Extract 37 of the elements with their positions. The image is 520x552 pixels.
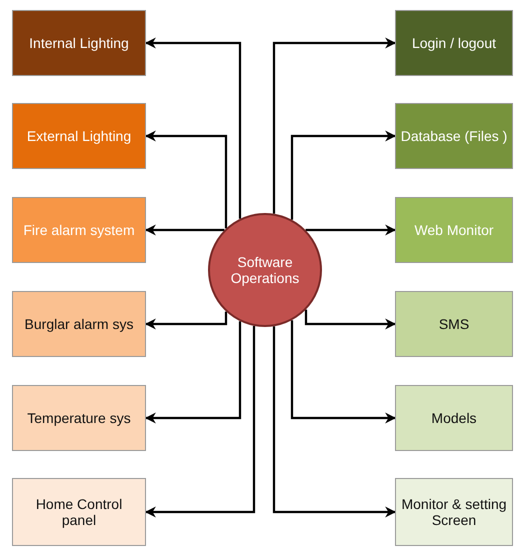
process-box [395, 291, 513, 357]
arrow [144, 321, 242, 424]
node-label: Home Control panel [34, 495, 124, 530]
process-box [395, 197, 513, 263]
process-box [395, 385, 513, 451]
node-label: External Lighting [26, 127, 132, 146]
arrow [290, 320, 396, 424]
process-box [395, 103, 513, 169]
arrow [304, 310, 396, 330]
arrow [306, 224, 396, 236]
node-label: Fire alarm system [22, 221, 136, 240]
node-label: Software Operations [230, 253, 300, 288]
node-label: Burglar alarm sys [24, 315, 134, 334]
node-label: Login / logout [410, 34, 498, 53]
arrow [144, 130, 228, 228]
node-label: Database (Files ) [400, 127, 508, 146]
arrow [272, 326, 396, 518]
process-box [395, 10, 513, 76]
process-box [12, 385, 146, 451]
arrow [144, 326, 256, 518]
process-box [12, 10, 146, 76]
process-box [12, 197, 146, 263]
node-label: Models [430, 409, 478, 428]
process-box [12, 103, 146, 169]
arrow [272, 38, 396, 214]
process-box [395, 478, 513, 546]
node-label: Temperature sys [26, 409, 132, 428]
node-label: Monitor & setting Screen [400, 495, 508, 530]
arrow [144, 312, 228, 330]
process-box [12, 291, 146, 357]
arrow [144, 38, 242, 219]
process-box [12, 478, 146, 546]
node-label: Internal Lighting [28, 34, 130, 53]
node-label: Web Monitor [413, 221, 495, 240]
arrow [144, 224, 224, 236]
arrow [290, 130, 396, 220]
node-label: SMS [438, 315, 470, 334]
